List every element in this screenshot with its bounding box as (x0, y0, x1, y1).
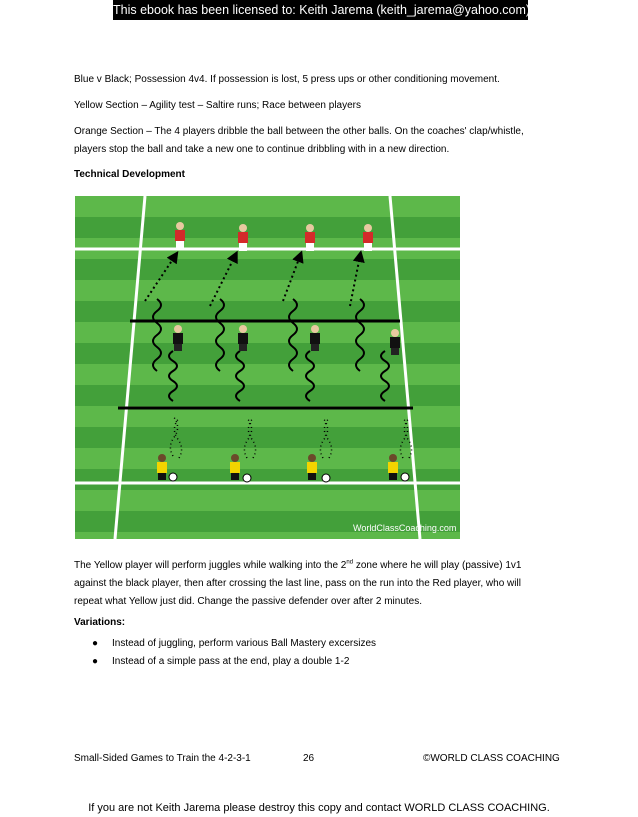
black-players (173, 325, 400, 355)
description-line-1: The Yellow player will perform juggles w… (74, 557, 574, 575)
paragraph-orange-line-2: players stop the ball and take a new one… (74, 144, 450, 155)
paragraph-yellow-section: Yellow Section – Agility test – Saltire … (74, 100, 362, 111)
paragraph-orange-line-1: Orange Section – The 4 players dribble t… (74, 126, 524, 137)
footer-title: Small-Sided Games to Train the 4-2-3-1 (74, 753, 251, 764)
description-line-1a: The Yellow player will perform juggles w… (74, 560, 347, 571)
list-item: ● Instead of a simple pass at the end, pl… (92, 653, 376, 671)
description-line-3: repeat what Yellow just did. Change the … (74, 596, 422, 607)
footer-page-number: 26 (303, 753, 315, 764)
variation-text: Instead of juggling, perform various Bal… (112, 638, 377, 649)
license-banner: This ebook has been licensed to: Keith J… (113, 0, 530, 20)
paragraph-blue-black: Blue v Black; Possession 4v4. If possess… (74, 74, 500, 85)
heading-technical-development: Technical Development (74, 169, 185, 180)
pass-arrows (144, 250, 365, 307)
bullet-icon: ● (92, 656, 99, 667)
footer-copyright: ©WORLD CLASS COACHING (423, 753, 560, 764)
bottom-notice: If you are not Keith Jarema please destr… (88, 802, 550, 814)
red-players (175, 222, 373, 251)
watermark: WorldClassCoaching.com (353, 523, 456, 533)
variations-heading: Variations: (74, 617, 126, 628)
field-lines (75, 196, 460, 539)
training-field-diagram: WorldClassCoaching.com (75, 196, 460, 539)
yellow-players (157, 454, 410, 483)
description-line-1b: zone where he will play (passive) 1v1 (353, 560, 522, 571)
variations-list: ● Instead of juggling, perform various Ba… (92, 635, 376, 671)
variation-text: Instead of a simple pass at the end, pla… (112, 656, 350, 667)
juggling-paths (169, 415, 413, 459)
description-line-2: against the black player, then after cro… (74, 578, 521, 589)
bullet-icon: ● (92, 638, 99, 649)
list-item: ● Instead of juggling, perform various Ba… (92, 635, 376, 653)
ordinal-superscript: nd (346, 559, 354, 566)
dribble-paths (152, 298, 390, 402)
grass-background (75, 196, 460, 539)
zone-lines (118, 319, 413, 410)
